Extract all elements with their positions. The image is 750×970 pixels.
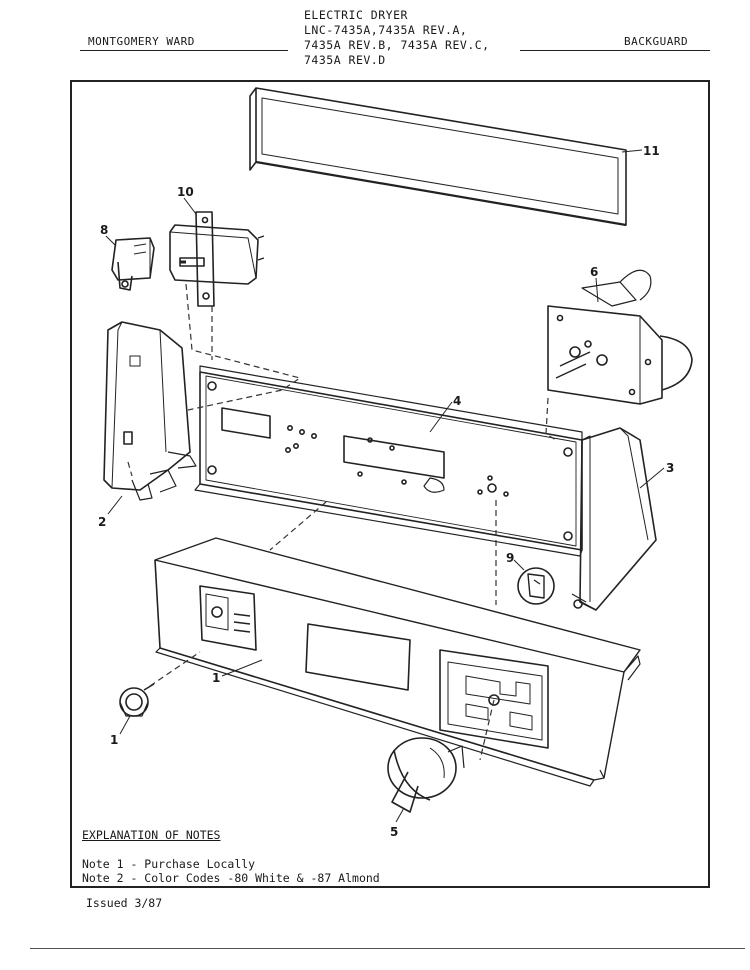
callout-11: 11: [643, 144, 660, 158]
callout-5: 6: [590, 265, 598, 279]
part-2-left-end-cap: [103, 321, 197, 501]
title-line-3: 7435A REV.B, 7435A REV.C,: [304, 38, 490, 52]
part-5-timer: [547, 269, 693, 405]
leader-4: [429, 401, 453, 433]
title-line-1: ELECTRIC DRYER: [304, 8, 408, 22]
part-9-clip: [517, 567, 555, 605]
assembly-line-cap: [127, 461, 133, 477]
callout-6: 5: [390, 825, 398, 839]
note-1: Note 1 - Purchase Locally: [82, 857, 256, 871]
callout-1-button: 1: [110, 733, 118, 747]
part-11-top-trim: [249, 87, 627, 227]
document-title: ELECTRIC DRYER LNC-7435A,7435A REV.A, 74…: [304, 8, 490, 68]
title-line-2: LNC-7435A,7435A REV.A,: [304, 23, 468, 37]
leader-8: [105, 235, 117, 247]
leader-2: [107, 495, 123, 515]
note-2: Note 2 - Color Codes -80 White & -87 Alm…: [82, 871, 380, 885]
callout-1-console: 1: [212, 671, 220, 685]
leader-3: [639, 467, 665, 489]
part-1-console: [154, 537, 641, 787]
notes-heading: EXPLANATION OF NOTES: [82, 828, 221, 842]
part-10-timer-switch: [169, 211, 265, 307]
title-line-4: 7435A REV.D: [304, 53, 386, 67]
assembly-line-left: [269, 501, 327, 551]
part-4-control-bracket: [194, 365, 583, 557]
leader-6: [395, 807, 405, 823]
assembly-line-switch: [185, 283, 302, 411]
leader-1-button: [119, 715, 131, 735]
leader-5: [595, 277, 599, 303]
part-3-right-end-cap: [571, 427, 657, 611]
leader-11: [621, 149, 643, 153]
brand-label: MONTGOMERY WARD: [88, 35, 195, 48]
part-8-switch: [111, 237, 155, 291]
leader-1-console: [221, 659, 263, 677]
diagram-frame: [70, 80, 710, 888]
assembly-line-timer: [545, 397, 557, 441]
callout-4: 4: [453, 394, 461, 408]
callout-2: 2: [98, 515, 106, 529]
part-1-push-button: [119, 683, 155, 717]
callout-3: 3: [666, 461, 674, 475]
header-rule-right: [520, 50, 710, 51]
assembly-line-knob: [479, 699, 495, 761]
callout-8: 8: [100, 223, 108, 237]
section-label: BACKGUARD: [624, 35, 689, 48]
callout-9: 9: [506, 551, 514, 565]
leader-10: [183, 197, 197, 215]
issued-date: Issued 3/87: [86, 896, 163, 910]
assembly-line-button: [149, 651, 201, 687]
leader-9: [513, 559, 525, 571]
callout-10: 10: [177, 185, 194, 199]
header-rule-left: [80, 50, 288, 51]
footer-rule: [30, 948, 745, 949]
part-6-timer-knob: [387, 737, 465, 813]
